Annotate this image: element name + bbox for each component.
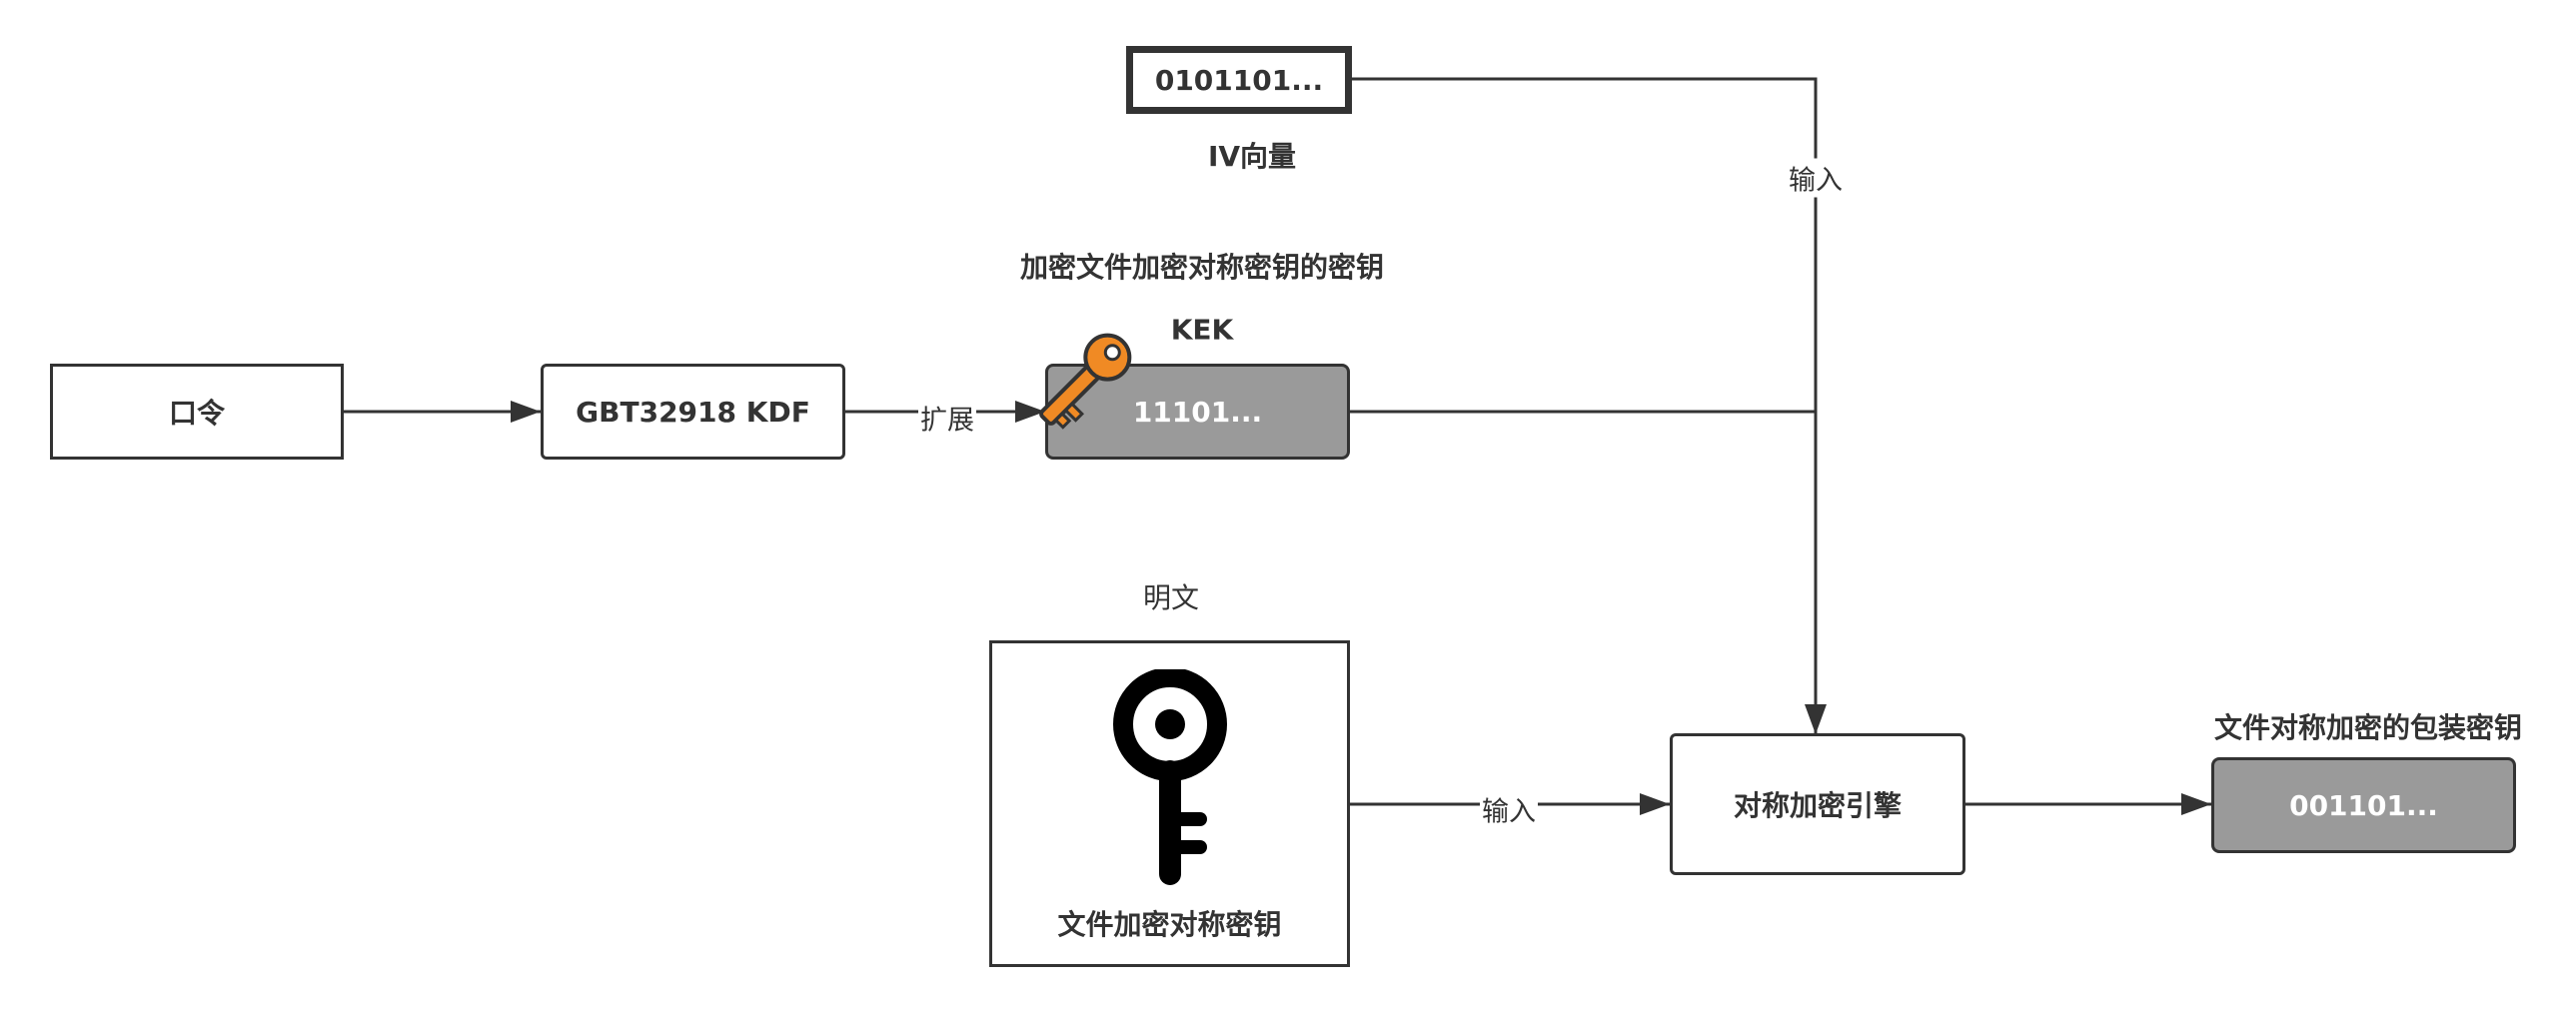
plaintext-label: 明文	[1142, 581, 1200, 614]
edge-label-expand: 扩展	[918, 398, 976, 438]
kdf-node: GBT32918 KDF	[541, 364, 845, 460]
engine-label: 对称加密引擎	[1733, 789, 1902, 822]
wrapped-key-title: 文件对称加密的包装密钥	[2213, 711, 2523, 744]
iv-node: 0101101...	[1126, 46, 1352, 114]
file-key-node: 文件加密对称密钥	[989, 640, 1350, 967]
kek-description: 加密文件加密对称密钥的密钥	[1019, 251, 1385, 284]
wrapped-value: 001101...	[2289, 788, 2438, 822]
kek-abbreviation: KEK	[1170, 313, 1234, 347]
iv-title: IV向量	[1207, 140, 1297, 173]
edge-iv-to-engine	[1349, 77, 1827, 734]
edge-label-input-key: 输入	[1480, 789, 1538, 829]
orange-key-icon	[1039, 333, 1132, 430]
iv-value: 0101101...	[1154, 63, 1324, 97]
kdf-label: GBT32918 KDF	[576, 395, 810, 429]
file-key-label: 文件加密对称密钥	[1057, 908, 1282, 941]
edge-label-input-iv: 输入	[1787, 158, 1845, 198]
wrapped-key-node: 001101...	[2211, 757, 2516, 853]
engine-node: 对称加密引擎	[1670, 733, 1965, 875]
kek-value: 11101...	[1132, 395, 1263, 429]
black-key-icon	[1112, 669, 1227, 885]
password-label: 口令	[168, 397, 225, 430]
password-node: 口令	[50, 364, 344, 460]
